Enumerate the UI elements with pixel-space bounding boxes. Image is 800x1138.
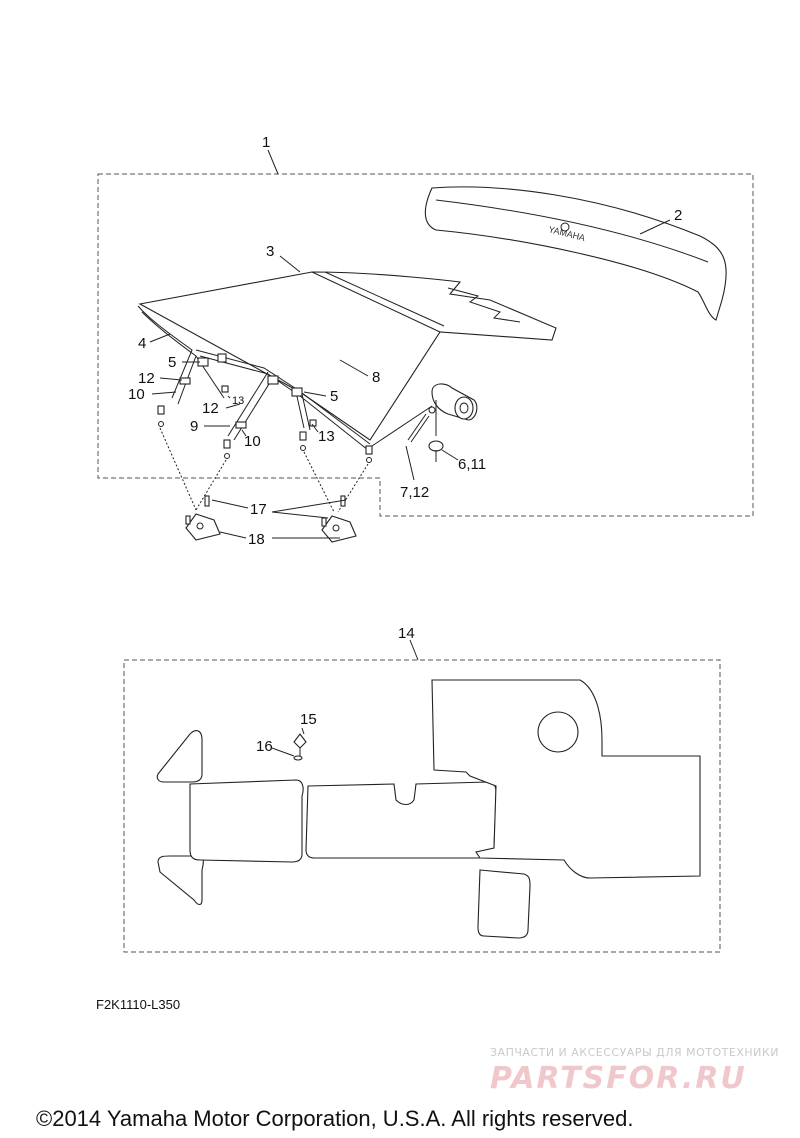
mat-rear-large	[431, 679, 701, 879]
callout-12b: 12	[202, 400, 219, 417]
callout-14: 14	[398, 625, 415, 642]
callout-13b: 13	[318, 428, 335, 445]
clamp-5c	[291, 387, 303, 397]
callout-4: 4	[138, 335, 146, 352]
watermark-tagline: ЗАПЧАСТИ И АКСЕССУАРЫ ДЛЯ МОТОТЕХНИКИ	[490, 1046, 779, 1059]
callout-18: 18	[248, 531, 265, 548]
mat-front-left-lower	[157, 855, 204, 906]
callout-2: 2	[674, 207, 682, 224]
callout-6-11: 6,11	[458, 456, 486, 473]
part-18-deck-hinge-left	[185, 513, 221, 541]
callout-3: 3	[266, 243, 274, 260]
part-2-visor: YAMAHA	[424, 186, 727, 321]
clamp-5b	[267, 375, 279, 385]
callout-10a: 10	[128, 386, 145, 403]
part-11-washer	[428, 440, 444, 452]
callout-16: 16	[256, 738, 273, 755]
mat-front-left-upper	[156, 730, 203, 783]
mat-rear-small	[477, 869, 531, 939]
diagram-code: F2K1110-L350	[96, 997, 180, 1012]
callout-17: 17	[250, 501, 267, 518]
callout-12a: 12	[138, 370, 155, 387]
callout-10b: 10	[244, 433, 261, 450]
callout-5b: 5	[330, 388, 338, 405]
part-16-washer	[293, 755, 303, 761]
callout-1: 1	[262, 134, 270, 151]
callout-7-12: 7,12	[400, 484, 429, 501]
copyright-notice: ©2014 Yamaha Motor Corporation, U.S.A. A…	[36, 1106, 633, 1131]
part-8-canvas-cover	[138, 271, 557, 441]
mat-center-front	[189, 779, 304, 863]
part-7-pin	[407, 406, 436, 443]
assembly-1-boundary	[97, 173, 754, 517]
part-15-fastener	[293, 733, 307, 761]
mat-middle-long	[305, 781, 497, 859]
callout-8: 8	[372, 369, 380, 386]
part-6-mount-bracket	[428, 383, 478, 462]
assembly-14-group: 14 15 16	[123, 625, 721, 953]
callout-15: 15	[300, 711, 317, 728]
callout-5a: 5	[168, 354, 176, 371]
assembly-1-group: 1 YAMAHA 2 3 8	[97, 134, 754, 548]
mat-hatch-cutout	[537, 711, 579, 753]
callout-13a: 13	[232, 395, 244, 407]
watermark-logo: PARTSFOR.RU	[490, 1061, 747, 1096]
assembly-14-boundary	[123, 659, 721, 953]
callout-9: 9	[190, 418, 198, 435]
yamaha-tuning-fork-icon	[560, 222, 570, 232]
part-17-screws	[204, 495, 346, 507]
